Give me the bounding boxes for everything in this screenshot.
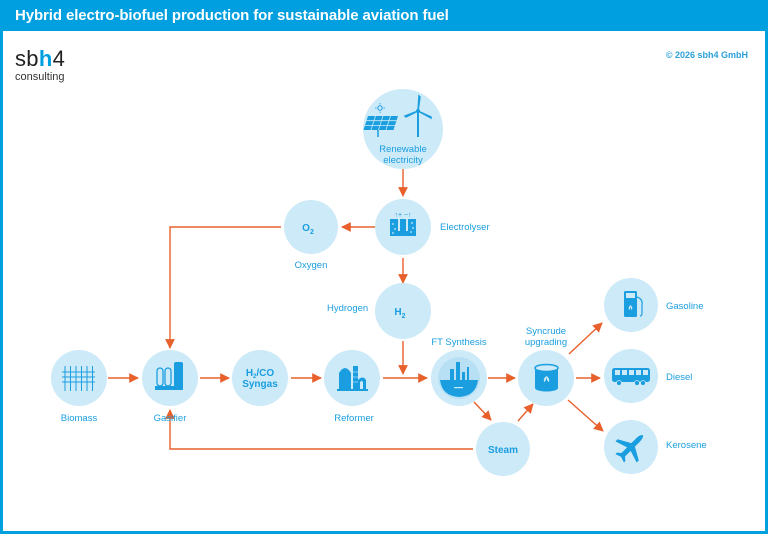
diesel-label: Diesel (666, 372, 692, 383)
node-oxygen[interactable] (284, 200, 338, 254)
syncrude-label-line2: upgrading (525, 337, 567, 348)
bus-icon (612, 368, 650, 386)
syncrude-label-line1: Syncrude (526, 326, 566, 337)
logo-wordmark: sbh4 (15, 48, 65, 70)
hydrogen-symbol: H2 (394, 307, 405, 320)
hydrogen-label: Hydrogen (327, 303, 368, 314)
copyright-notice: © 2026 sbh4 GmbH (665, 50, 748, 60)
reformer-icon (337, 366, 368, 391)
reformer-label: Reformer (334, 413, 374, 424)
syngas-label: Syngas (242, 379, 278, 390)
arrow-oxygen-to-gasifier (165, 226, 281, 349)
node-renewable-electricity[interactable] (363, 89, 443, 169)
logo-suffix: 4 (52, 46, 66, 71)
node-gasifier[interactable] (142, 350, 198, 406)
gasifier-label: Gasifier (154, 413, 187, 424)
arrow-ft-to-steam (473, 401, 492, 421)
renewable-label-line1: Renewable (379, 144, 427, 155)
solar-wind-icon (363, 94, 432, 137)
crops-icon (62, 366, 95, 391)
oxygen-symbol: O2 (302, 223, 314, 236)
steam-label: Steam (488, 445, 518, 456)
ft-synthesis-label: FT Synthesis (431, 337, 487, 348)
electrolyser-icon: ↑+ −↑ (390, 212, 416, 236)
logo-prefix: sb (15, 46, 39, 71)
gasifier-icon (155, 362, 183, 390)
arrow-syncrude-to-gasoline (568, 322, 603, 355)
airplane-icon (615, 434, 644, 463)
node-syngas[interactable] (232, 350, 288, 406)
flow-arrows (108, 168, 604, 450)
refinery-icon (438, 357, 480, 399)
sbh4-logo: sbh4 consulting (15, 48, 65, 84)
kerosene-label: Kerosene (666, 440, 707, 451)
oxygen-label: Oxygen (295, 260, 328, 271)
logo-highlight: h (38, 46, 53, 71)
gasoline-label: Gasoline (666, 301, 704, 312)
fuel-pump-icon (624, 291, 643, 317)
node-reformer[interactable] (324, 350, 380, 406)
renewable-label-line2: electricity (383, 155, 423, 166)
logo-subtitle: consulting (15, 71, 65, 83)
header-bar: Hybrid electro-biofuel production for su… (0, 0, 768, 31)
tank-icon (534, 363, 559, 392)
node-biomass[interactable] (51, 350, 107, 406)
arrow-steam-to-gasifier (165, 409, 473, 450)
arrow-steam-to-syncrude (517, 403, 534, 422)
electrolyser-label: Electrolyser (440, 222, 490, 233)
node-steam[interactable] (476, 422, 530, 476)
node-hydrogen[interactable] (375, 283, 431, 339)
syngas-formula: H2/CO (246, 368, 275, 380)
biomass-label: Biomass (61, 413, 98, 424)
page-title: Hybrid electro-biofuel production for su… (15, 7, 449, 24)
electrolyser-icon-text: ↑+ −↑ (394, 212, 411, 219)
arrow-syncrude-to-kerosene (567, 399, 604, 432)
node-circles (51, 89, 658, 476)
